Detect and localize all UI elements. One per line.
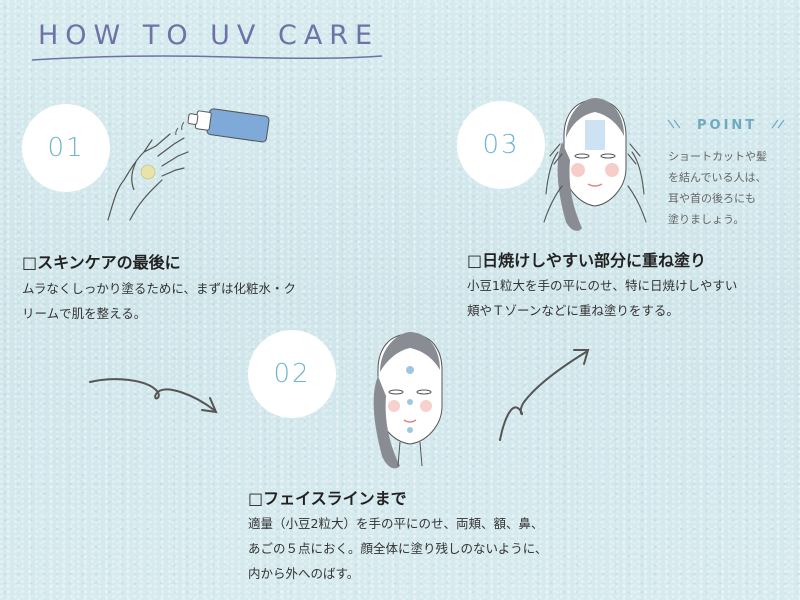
- page-title: HOW TO UV CARE: [38, 20, 380, 51]
- step-03-body-line: 頬やＴゾーンなどに重ね塗りをする。: [467, 303, 679, 318]
- point-text-line: 塗りましょう。: [668, 213, 745, 226]
- step-02-body-line: 適量（小豆2粒大）を手の平にのせ、両頬、額、鼻、: [248, 516, 544, 531]
- step-02-heading: □フェイスラインまで: [248, 489, 407, 508]
- step-02-body: 適量（小豆2粒大）を手の平にのせ、両頬、額、鼻、 あごの５点におく。顔全体に塗り…: [248, 511, 547, 586]
- title-underline: [31, 55, 383, 61]
- step-03-number: 03: [482, 130, 520, 160]
- point-text-line: 耳や首の後ろにも: [668, 192, 756, 205]
- arrow-to-step-02-icon: [89, 378, 218, 414]
- point-decoration: [667, 119, 785, 129]
- step-01-circle: 01: [22, 104, 110, 192]
- step-03-heading: □日焼けしやすい部分に重ね塗り: [467, 251, 706, 270]
- step-03-body-line: 小豆1粒大を手の平にのせ、特に日焼けしやすい: [467, 278, 738, 293]
- hand-with-lotion-bottle-icon: [107, 108, 270, 221]
- step-01-body-line: リームで肌を整える。: [22, 306, 147, 321]
- step-03-circle: 03: [457, 101, 545, 189]
- step-02-body-line: あごの５点におく。顔全体に塗り残しのないように、: [248, 541, 548, 556]
- step-01-body-line: ムラなくしっかり塗るために、まずは化粧水・ク: [22, 281, 297, 296]
- arrow-to-step-03-icon: [499, 349, 590, 441]
- step-01-number: 01: [47, 133, 85, 163]
- step-02-circle: 02: [248, 330, 336, 418]
- step-03-body: 小豆1粒大を手の平にのせ、特に日焼けしやすい 頬やＴゾーンなどに重ね塗りをする。: [467, 273, 737, 323]
- step-02-number: 02: [273, 359, 311, 389]
- step-01-body: ムラなくしっかり塗るために、まずは化粧水・ク リームで肌を整える。: [22, 276, 296, 326]
- face-with-hands-icon: [543, 98, 647, 231]
- step-01-heading: □スキンケアの最後に: [22, 253, 181, 272]
- point-text-line: を結んでいる人は、: [668, 171, 767, 184]
- face-with-dots-icon: [373, 332, 443, 469]
- point-text-line: ショートカットや髪: [668, 150, 767, 163]
- step-02-body-line: 内から外へのばす。: [248, 566, 360, 581]
- point-text: ショートカットや髪 を結んでいる人は、 耳や首の後ろにも 塗りましょう。: [668, 146, 792, 230]
- point-label: POINT: [697, 118, 758, 133]
